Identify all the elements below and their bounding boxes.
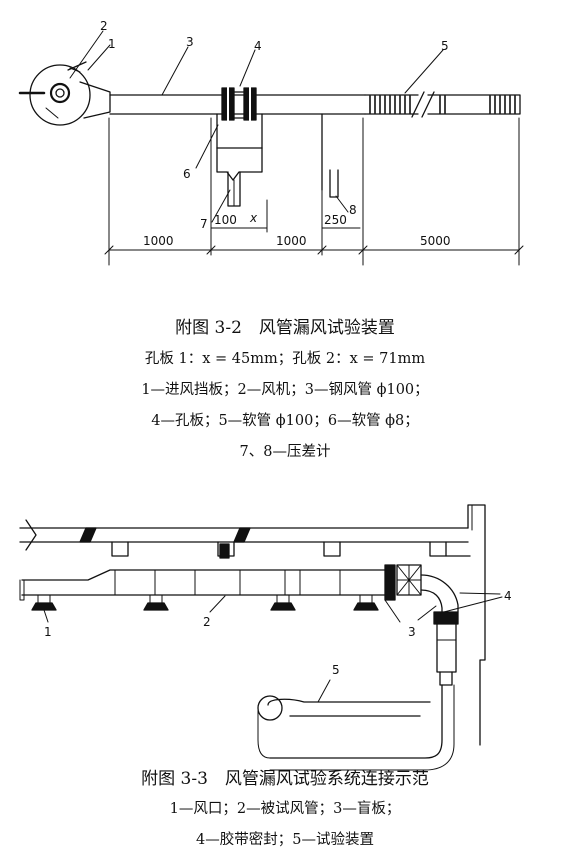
figure-3-3-legend-2: 4—胶带密封；5—试验装置 <box>196 832 374 848</box>
label-fig2-5: 5 <box>332 663 340 677</box>
dimension-lines <box>104 117 524 266</box>
leader-lines-fig1 <box>69 30 444 223</box>
figure-3-2-orifice-note: 孔板 1：x = 45mm；孔板 2：x = 71mm <box>144 351 426 367</box>
dim-100: 100 <box>214 213 237 227</box>
figure-3-3-title: 附图 3-3 风管漏风试验系统连接示范 <box>141 769 429 789</box>
dim-250: 250 <box>324 213 347 227</box>
dim-1000-b: 1000 <box>276 234 307 248</box>
figure-3-2-title: 附图 3-2 风管漏风试验装置 <box>175 318 395 338</box>
label-6: 6 <box>183 167 191 181</box>
ceiling-beam <box>19 519 471 559</box>
label-4: 4 <box>254 39 262 53</box>
air-outlets <box>31 594 379 611</box>
dim-x: x <box>249 211 258 225</box>
manometer-7 <box>216 113 263 207</box>
label-3: 3 <box>186 35 194 49</box>
leader-lines-fig2 <box>43 592 503 703</box>
label-fig2-1: 1 <box>44 625 52 639</box>
label-1: 1 <box>108 37 116 51</box>
manometer-8 <box>321 113 339 198</box>
figure-3-2-legend-3: 7、8—压差计 <box>239 444 331 460</box>
dim-1000-a: 1000 <box>143 234 174 248</box>
test-rig-hose <box>257 574 459 771</box>
label-fig2-4: 4 <box>504 589 512 603</box>
label-5: 5 <box>441 39 449 53</box>
duct-under-test <box>19 569 386 601</box>
fan-assembly <box>18 61 111 126</box>
figure-3-3-legend-1: 1—风口；2—被试风管；3—盲板； <box>169 801 401 817</box>
label-fig2-2: 2 <box>203 615 211 629</box>
label-2: 2 <box>100 19 108 33</box>
label-fig2-3: 3 <box>408 625 416 639</box>
dim-5000: 5000 <box>420 234 451 248</box>
wall <box>467 504 486 746</box>
orifice-plate <box>221 85 257 123</box>
steel-duct <box>109 94 366 115</box>
blind-plate <box>384 564 422 601</box>
figure-3-2-legend-1: 1—进风挡板；2—风机；3—钢风管 ϕ100； <box>141 382 429 398</box>
label-7: 7 <box>200 217 208 231</box>
figure-3-2-legend-2: 4—孔板；5—软管 ϕ100；6—软管 ϕ8； <box>151 413 419 429</box>
flex-hose-100 <box>364 91 521 118</box>
label-8: 8 <box>349 203 357 217</box>
